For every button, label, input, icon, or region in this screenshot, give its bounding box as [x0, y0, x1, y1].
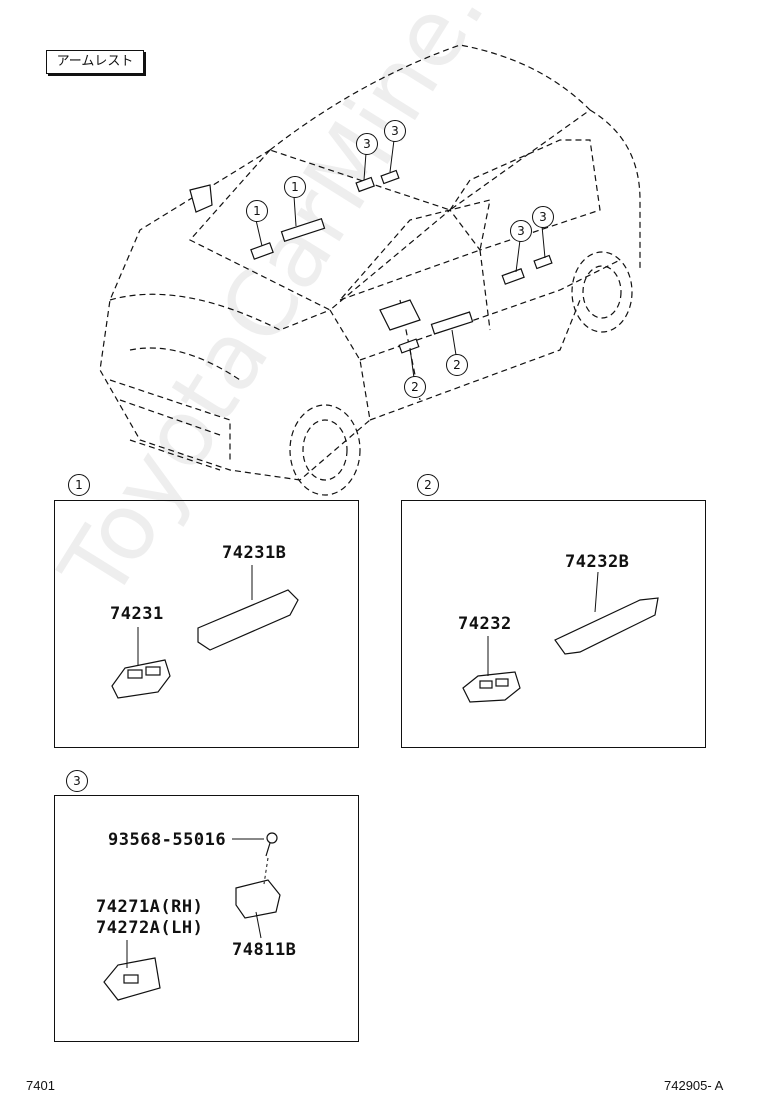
part-74231B-shape — [197, 589, 299, 651]
footer-diagram-code: 742905- A — [664, 1078, 724, 1093]
part-switch-front-left — [250, 242, 274, 260]
part-switch-front-right — [398, 338, 420, 354]
panel-group-2 — [401, 500, 706, 748]
callout-3b: 3 — [384, 120, 406, 142]
part-number-74232[interactable]: 74232 — [458, 614, 512, 634]
part-number-74231B[interactable]: 74231B — [222, 543, 287, 563]
section-title: アームレスト — [46, 50, 144, 74]
callout-3d: 3 — [532, 206, 554, 228]
footer-page-code: 7401 — [26, 1078, 55, 1093]
group-marker-1: 1 — [68, 474, 90, 496]
part-number-74271A[interactable]: 74271A(RH) — [96, 897, 204, 917]
callout-3a: 3 — [356, 133, 378, 155]
part-switch-rear-right — [501, 268, 525, 285]
part-switch-rear-left — [355, 176, 375, 193]
group-marker-3: 3 — [66, 770, 88, 792]
part-screw-shape — [266, 832, 278, 844]
callout-2b: 2 — [446, 354, 468, 376]
panel-group-1 — [54, 500, 359, 748]
part-number-93568-55016[interactable]: 93568-55016 — [108, 830, 227, 850]
part-number-74272A[interactable]: 74272A(LH) — [96, 918, 204, 938]
part-armrest-front-left — [280, 217, 326, 243]
part-number-74231[interactable]: 74231 — [110, 604, 164, 624]
part-74232B-shape — [554, 597, 659, 655]
panel-group-3 — [54, 795, 359, 1042]
group-marker-2: 2 — [417, 474, 439, 496]
callout-1b: 1 — [284, 176, 306, 198]
part-base-rear-right — [533, 254, 553, 270]
front-wheel — [289, 404, 361, 496]
part-base-rear-left — [380, 169, 400, 185]
rear-wheel — [571, 251, 633, 333]
part-armrest-front-right — [430, 311, 474, 335]
car-body-outline — [99, 44, 641, 481]
callout-2a: 2 — [404, 376, 426, 398]
part-number-74811B[interactable]: 74811B — [232, 940, 297, 960]
callout-3c: 3 — [510, 220, 532, 242]
part-number-74232B[interactable]: 74232B — [565, 552, 630, 572]
callout-1a: 1 — [246, 200, 268, 222]
part-74811B-shape — [235, 879, 281, 919]
